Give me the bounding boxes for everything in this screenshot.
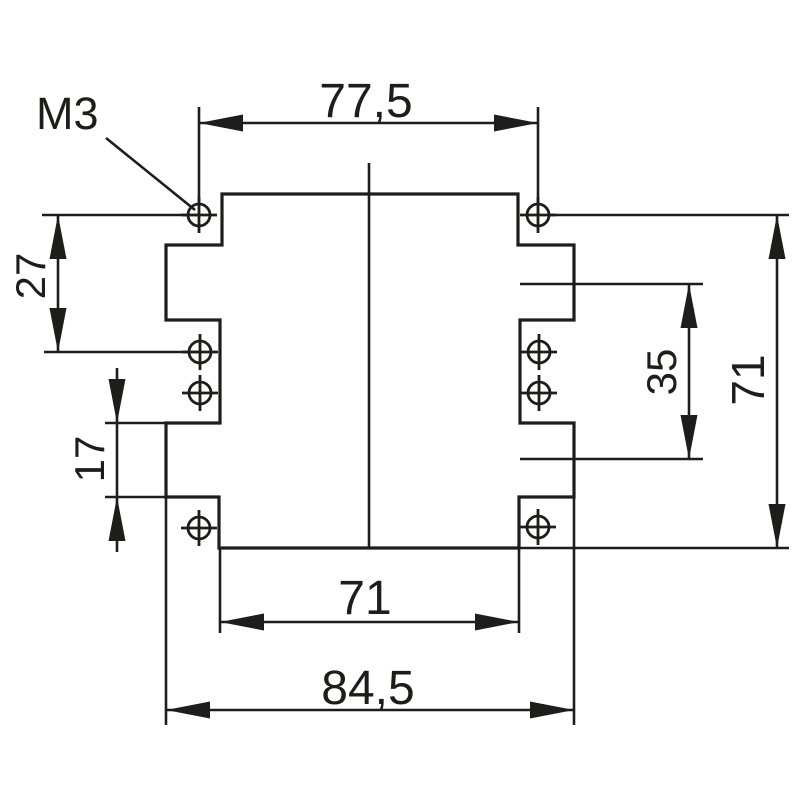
arrowhead-right [530, 701, 574, 719]
drill-hole-marker-bottom-left [181, 510, 217, 546]
dim-right-hole-spacing: 35 [520, 282, 703, 461]
arrowhead-up [680, 284, 698, 328]
dim-top-width-label: 77,5 [319, 75, 412, 128]
arrowhead-left [220, 613, 264, 631]
arrowhead-left [166, 701, 210, 719]
dim-bottom-outer-width: 84,5 [164, 497, 576, 725]
dim-bottom-inner-width: 71 [218, 548, 521, 633]
dim-left-upper-offset: 27 [7, 213, 200, 354]
arrowhead-down [768, 504, 786, 548]
arrowhead-up [49, 215, 67, 259]
drill-hole-marker-mid-left-lower [182, 375, 218, 411]
arrowhead-right [475, 613, 519, 631]
dim-right-overall-height: 71 [519, 213, 789, 550]
arrowhead-down [680, 415, 698, 459]
drill-hole-marker-mid-right-lower [521, 375, 557, 411]
dim-left-lower-notch-label: 17 [66, 436, 113, 483]
dim-bottom-outer-width-label: 84,5 [321, 662, 414, 715]
arrowhead-up [768, 215, 786, 259]
dim-left-upper-offset-label: 27 [7, 253, 54, 300]
arrowhead-down [108, 379, 126, 423]
thread-callout: M3 [36, 88, 196, 212]
arrowhead-up [108, 497, 126, 541]
m3-leader-line [105, 136, 196, 212]
drill-hole-marker-bottom-right [520, 509, 556, 545]
arrowhead-down [49, 308, 67, 352]
drill-hole-marker-mid-right-upper [521, 334, 557, 370]
dim-left-lower-notch: 17 [66, 368, 166, 552]
dim-right-hole-spacing-label: 35 [638, 349, 685, 396]
dim-top-width: 77,5 [197, 75, 540, 204]
thread-size-label: M3 [36, 88, 99, 139]
arrowhead-right [494, 114, 538, 132]
arrowhead-left [199, 114, 243, 132]
dim-bottom-inner-width-label: 71 [338, 572, 391, 625]
dim-right-overall-height-label: 71 [722, 354, 774, 405]
